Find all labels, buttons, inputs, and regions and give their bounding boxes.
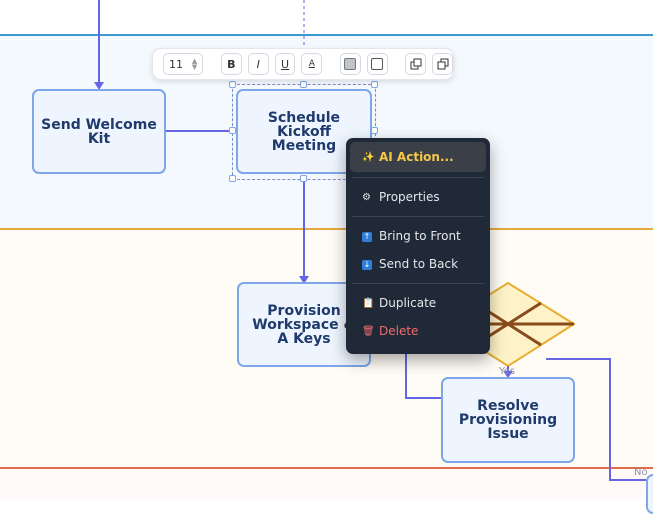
menu-item-label: Bring to Front	[379, 229, 461, 243]
menu-divider	[352, 283, 484, 284]
resize-handle[interactable]	[229, 127, 236, 134]
edge-provision-to-resolve[interactable]	[405, 352, 442, 399]
bring-forward-button[interactable]	[405, 53, 427, 75]
send-backward-button[interactable]	[432, 53, 453, 75]
sparkle-icon: ✨	[362, 151, 375, 163]
arrowhead	[503, 371, 513, 378]
arrowhead	[94, 82, 104, 90]
menu-item-label: Properties	[379, 190, 440, 204]
menu-item-bring-to-front[interactable]: ↑ Bring to Front	[350, 222, 486, 250]
resize-handle[interactable]	[300, 81, 307, 88]
menu-divider	[352, 216, 484, 217]
menu-divider	[352, 177, 484, 178]
resize-handle[interactable]	[229, 81, 236, 88]
node-label: Provision Workspace & A Keys	[252, 302, 356, 347]
edge-label-yes: Yes	[499, 366, 516, 377]
text-color-button[interactable]: A	[301, 53, 323, 75]
border-color-button[interactable]	[366, 53, 388, 75]
menu-item-label: AI Action...	[379, 150, 454, 164]
menu-item-label: Send to Back	[379, 257, 459, 271]
border-swatch-icon	[371, 58, 384, 70]
resize-handle[interactable]	[371, 127, 378, 134]
resize-handle[interactable]	[229, 175, 236, 182]
node-send-welcome-kit[interactable]: Send Welcome Kit	[32, 89, 166, 174]
menu-item-label: Delete	[379, 324, 419, 338]
send-backward-icon	[437, 58, 449, 70]
menu-item-properties[interactable]: ⚙ Properties	[350, 183, 486, 211]
stepper-arrows-icon[interactable]: ▲▼	[191, 57, 198, 71]
arrow-up-icon: ↑	[362, 231, 372, 242]
arrow-down-icon: ↓	[362, 259, 372, 270]
italic-button[interactable]: I	[247, 53, 269, 75]
node-resolve-provisioning-issue[interactable]: Resolve Provisioning Issue	[441, 377, 575, 463]
menu-item-duplicate[interactable]: 📋 Duplicate	[350, 289, 486, 317]
font-size-value: 11	[169, 57, 183, 71]
node-schedule-kickoff-meeting[interactable]: Schedule Kickoff Meeting	[236, 89, 372, 174]
clipboard-icon: 📋	[362, 297, 375, 309]
swimlane-bottom	[0, 467, 653, 499]
edge-label-no: No	[634, 467, 648, 478]
gear-icon: ⚙	[362, 191, 371, 203]
menu-item-ai-action[interactable]: ✨ AI Action...	[350, 142, 486, 172]
resize-handle[interactable]	[371, 81, 378, 88]
bring-forward-icon	[410, 58, 422, 70]
arrowhead	[299, 276, 309, 284]
edge-no[interactable]	[546, 358, 646, 481]
menu-item-send-to-back[interactable]: ↓ Send to Back	[350, 250, 486, 278]
node-label: Send Welcome Kit	[41, 116, 157, 147]
trash-icon: 🗑	[362, 325, 375, 337]
fill-swatch-icon	[344, 58, 357, 70]
menu-item-label: Duplicate	[379, 296, 437, 310]
node-offscreen[interactable]	[646, 474, 653, 514]
fill-color-button[interactable]	[339, 53, 361, 75]
bold-button[interactable]: B	[220, 53, 242, 75]
underline-button[interactable]: U	[274, 53, 296, 75]
resize-handle[interactable]	[300, 175, 307, 182]
font-size-stepper[interactable]: 11 ▲▼	[163, 53, 204, 75]
context-menu: ✨ AI Action... ⚙ Properties ↑ Bring to F…	[346, 138, 490, 354]
menu-item-delete[interactable]: 🗑 Delete	[350, 317, 486, 345]
format-toolbar: 11 ▲▼ B I U A	[152, 48, 454, 80]
swimlane-top	[0, 0, 653, 34]
node-label: Resolve Provisioning Issue	[458, 398, 558, 442]
node-label: Schedule Kickoff Meeting	[267, 109, 341, 154]
